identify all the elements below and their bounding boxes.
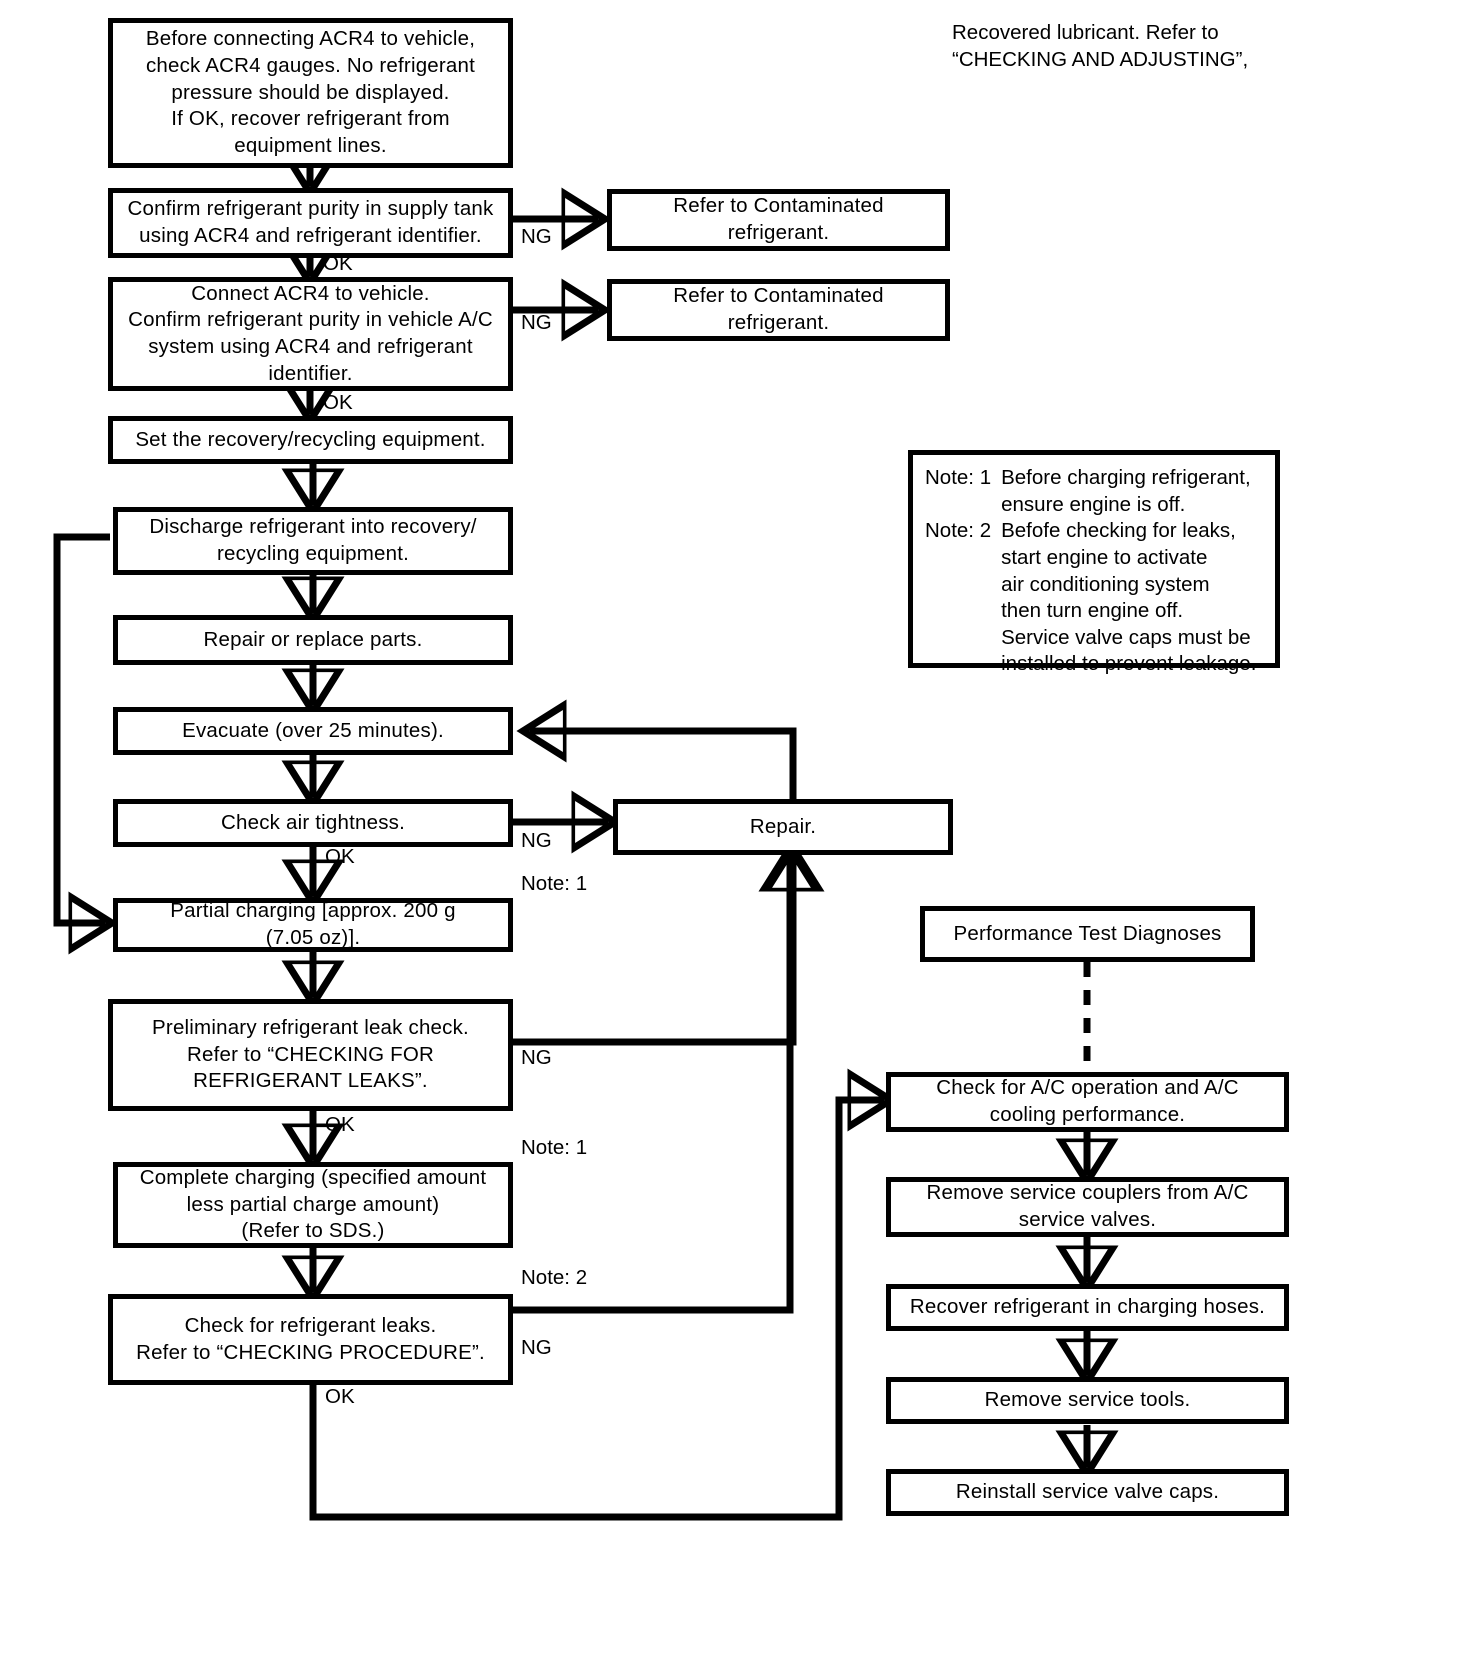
- header-note-text: Recovered lubricant. Refer to “CHECKING …: [952, 21, 1249, 71]
- note-text: Befofe checking for leaks, start engine …: [1001, 519, 1257, 676]
- node-check-ac-operation[interactable]: Check for A/C operation and A/C cooling …: [886, 1072, 1289, 1132]
- arrow-discharge-loop-to-partial: [53, 533, 110, 923]
- node-remove-tools[interactable]: Remove service tools.: [886, 1377, 1289, 1424]
- node-check-air-tightness[interactable]: Check air tightness.: [113, 799, 513, 847]
- node-reinstall-caps[interactable]: Reinstall service valve caps.: [886, 1469, 1289, 1516]
- edge-label-ng-prelim: NG: [521, 1046, 552, 1069]
- node-repair-replace-parts[interactable]: Repair or replace parts.: [113, 615, 513, 665]
- node-partial-charging[interactable]: Partial charging [approx. 200 g (7.05 oz…: [113, 898, 513, 952]
- node-discharge[interactable]: Discharge refrigerant into recovery/ rec…: [113, 507, 513, 575]
- node-check-gauges[interactable]: Before connecting ACR4 to vehicle, check…: [108, 18, 513, 168]
- node-check-leaks[interactable]: Check for refrigerant leaks. Refer to “C…: [108, 1294, 513, 1385]
- node-confirm-supply-tank[interactable]: Confirm refrigerant purity in supply tan…: [108, 188, 513, 258]
- edge-label-ok-supply: OK: [323, 252, 353, 275]
- node-contaminated-2[interactable]: Refer to Contaminated refrigerant.: [607, 279, 950, 341]
- edge-label-note2-leaks: Note: 2: [521, 1266, 588, 1289]
- node-performance-test[interactable]: Performance Test Diagnoses: [920, 906, 1255, 962]
- note-text: Before charging refrigerant, ensure engi…: [1001, 466, 1251, 516]
- node-repair[interactable]: Repair.: [613, 799, 953, 855]
- edge-label-ng-vehicle: NG: [521, 311, 552, 334]
- edge-label-ok-vehicle: OK: [323, 391, 353, 414]
- node-evacuate[interactable]: Evacuate (over 25 minutes).: [113, 707, 513, 755]
- notes-box: Note: 1 Before charging refrigerant, ens…: [908, 450, 1280, 675]
- edge-label-ng-supply: NG: [521, 225, 552, 248]
- note-row: Note: 1 Before charging refrigerant, ens…: [925, 465, 1263, 518]
- arrow-repair-to-evacuate: [530, 731, 797, 799]
- note-label: Note: 1: [925, 466, 992, 489]
- edge-label-ok-tightness: OK: [325, 845, 355, 868]
- edge-label-ng-leaks: NG: [521, 1336, 552, 1359]
- edge-label-ng-tightness: NG: [521, 829, 552, 852]
- node-prelim-leak-check[interactable]: Preliminary refrigerant leak check. Refe…: [108, 999, 513, 1111]
- edge-label-note1-tightness: Note: 1: [521, 872, 588, 895]
- arrow-checkleaks-ng-to-repair: [513, 855, 790, 1314]
- note-label: Note: 2: [925, 519, 992, 543]
- node-set-equipment[interactable]: Set the recovery/recycling equipment.: [108, 416, 513, 464]
- node-recover-hoses[interactable]: Recover refrigerant in charging hoses.: [886, 1284, 1289, 1331]
- edge-label-note1-prelim: Note: 1: [521, 1136, 588, 1159]
- node-remove-couplers[interactable]: Remove service couplers from A/C service…: [886, 1177, 1289, 1237]
- edge-label-ok-prelim: OK: [325, 1113, 355, 1136]
- node-connect-acr4[interactable]: Connect ACR4 to vehicle. Confirm refrige…: [108, 277, 513, 391]
- node-contaminated-1[interactable]: Refer to Contaminated refrigerant.: [607, 189, 950, 251]
- note-row: Note: 2 Befofe checking for leaks, start…: [925, 518, 1263, 678]
- node-complete-charging[interactable]: Complete charging (specified amount less…: [113, 1162, 513, 1248]
- edge-label-ok-leaks: OK: [325, 1385, 355, 1408]
